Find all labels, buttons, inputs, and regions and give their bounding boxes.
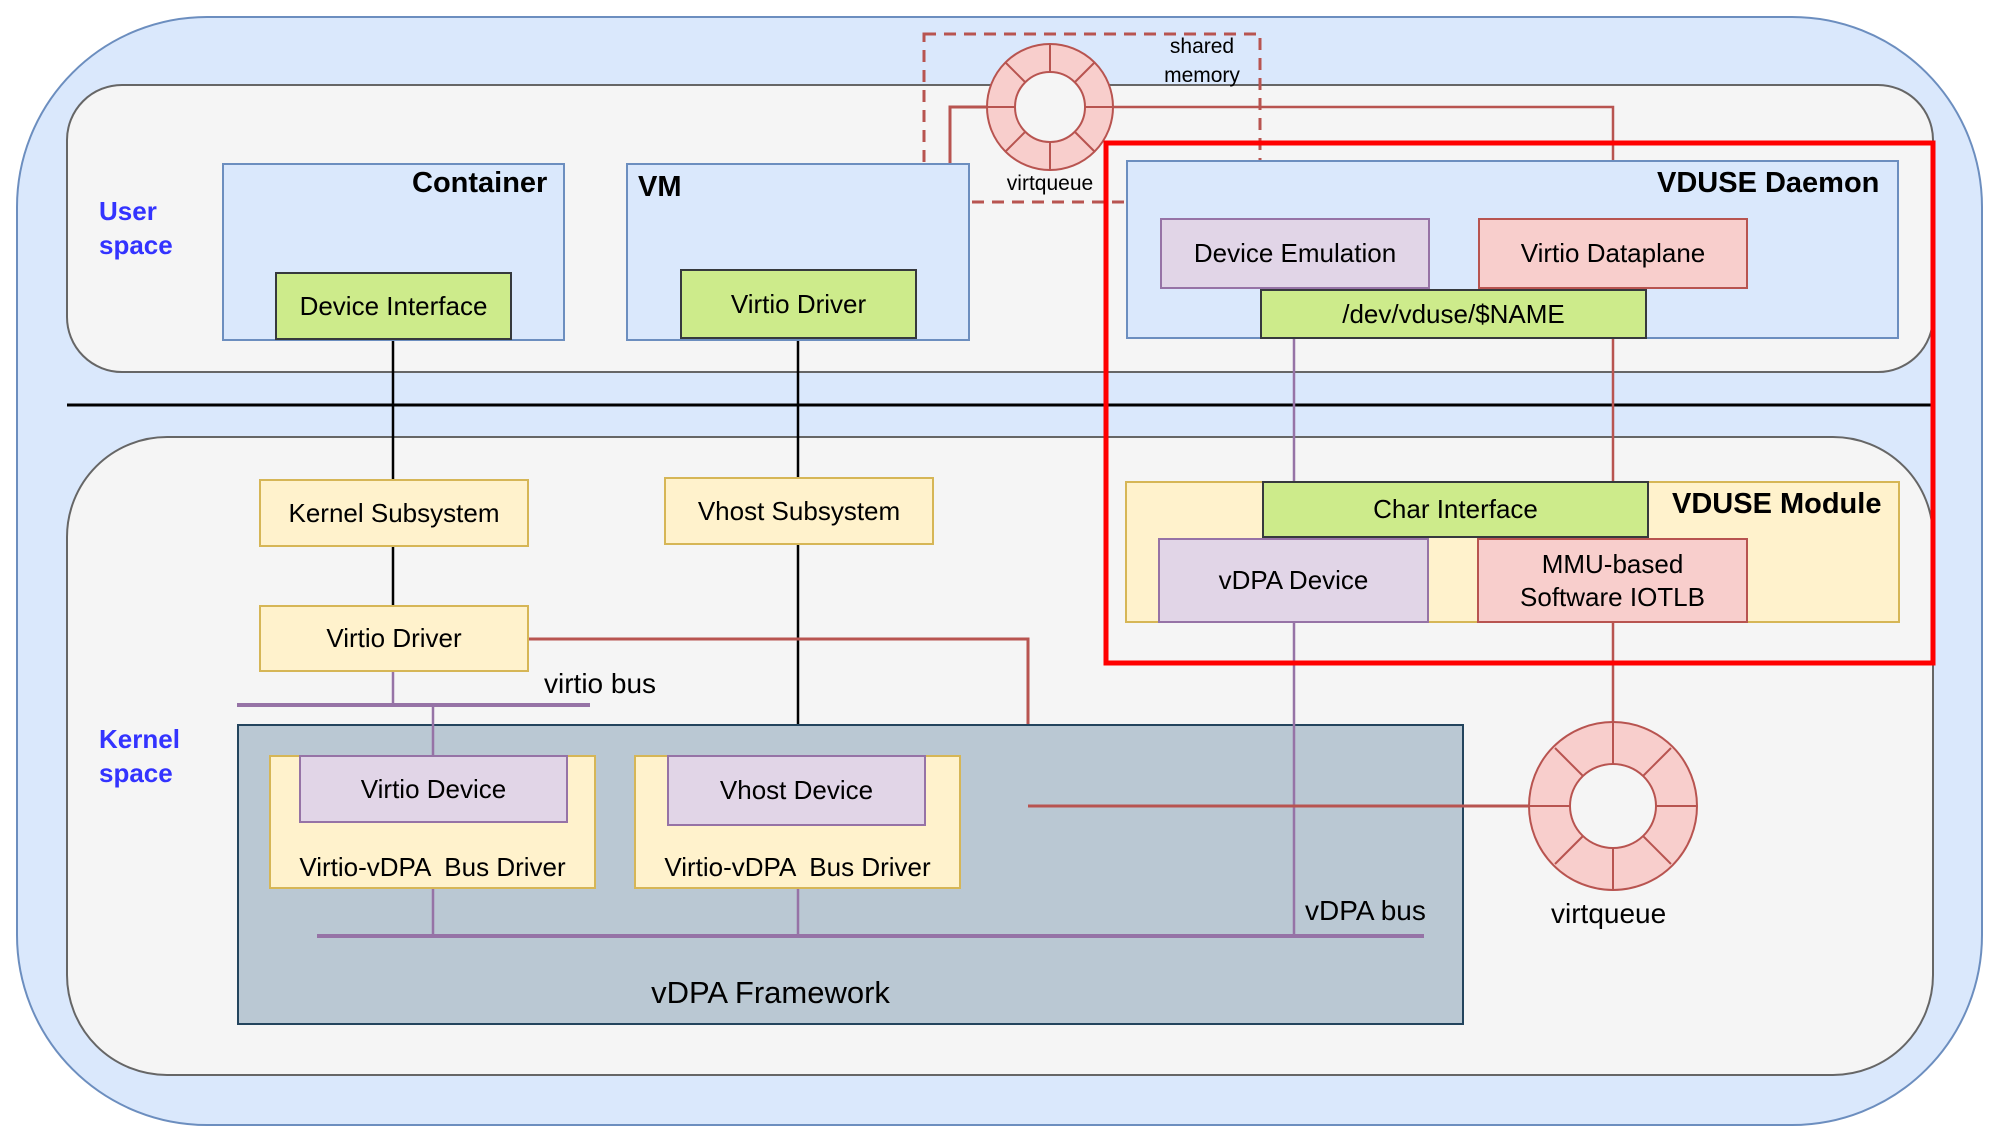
user-space-label: User space	[99, 196, 173, 260]
vm-virtio-driver-box: Virtio Driver	[680, 269, 917, 339]
kernel-space-label: Kernel space	[99, 724, 180, 788]
dev-node-box: /dev/vduse/$NAME	[1260, 289, 1647, 339]
vdpa-framework-title: vDPA Framework	[651, 975, 890, 1011]
virtio-dataplane-box: Virtio Dataplane	[1478, 218, 1748, 289]
kernel-virtio-driver-box: Virtio Driver	[259, 605, 529, 672]
virtio-device-box: Virtio Device	[299, 755, 568, 823]
char-interface-box: Char Interface	[1262, 481, 1649, 538]
container-title: Container	[412, 167, 548, 199]
bus-driver-2-label: Virtio-vDPA Bus Driver	[664, 851, 931, 882]
vduse-daemon-title: VDUSE Daemon	[1657, 167, 1880, 199]
vhost-device-box: Vhost Device	[667, 755, 926, 826]
vm-title: VM	[638, 171, 682, 203]
vdpa-device-box: vDPA Device	[1158, 538, 1429, 623]
vduse-module-title: VDUSE Module	[1672, 488, 1882, 520]
iotlb-box: MMU-based Software IOTLB	[1477, 538, 1748, 623]
bus-driver-1-label: Virtio-vDPA Bus Driver	[299, 851, 566, 882]
vhost-subsystem-box: Vhost Subsystem	[664, 477, 934, 545]
shared-virtqueue-label: virtqueue	[1006, 172, 1094, 195]
device-emulation-box: Device Emulation	[1160, 218, 1430, 289]
device-interface-box: Device Interface	[275, 272, 512, 340]
kernel-virtqueue-label: virtqueue	[1551, 898, 1667, 929]
kernel-subsystem-box: Kernel Subsystem	[259, 479, 529, 547]
shared-memory-label: shared memory	[1164, 35, 1240, 87]
virtio-bus-label: virtio bus	[544, 668, 657, 699]
vdpa-bus-label: vDPA bus	[1305, 895, 1426, 926]
